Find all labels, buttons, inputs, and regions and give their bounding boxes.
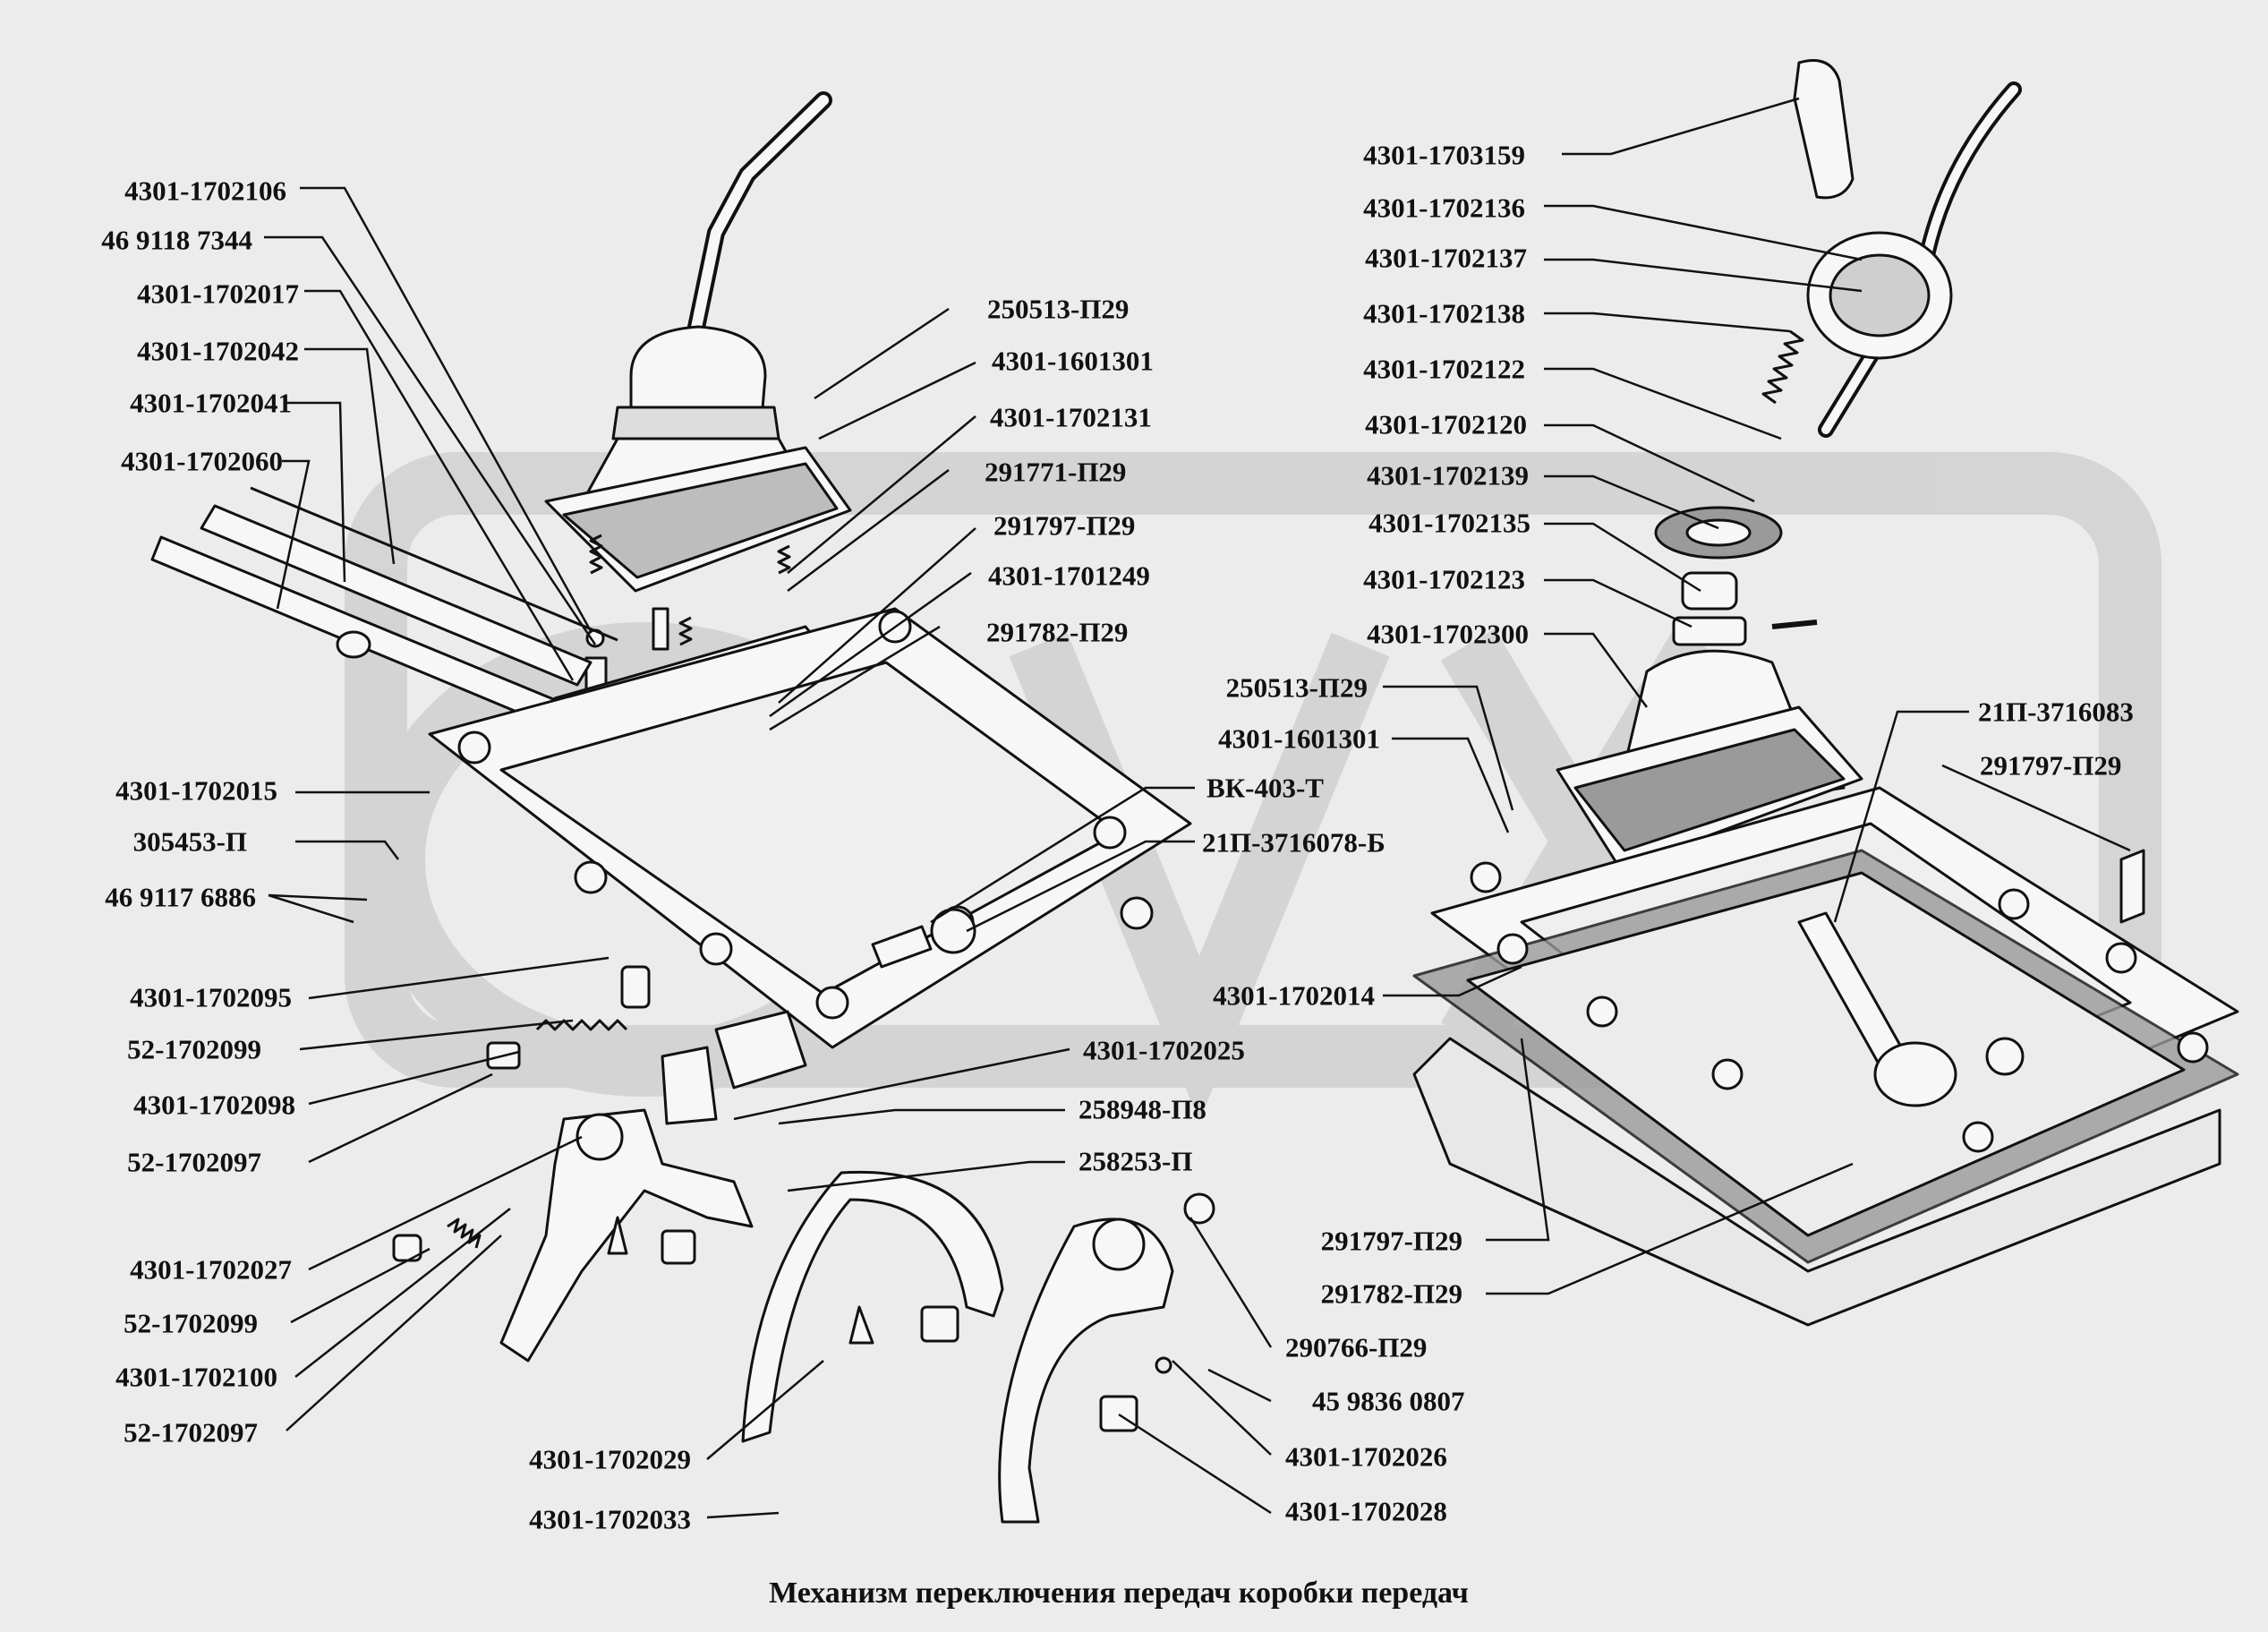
part-label: 4301-1702123: [1363, 563, 1525, 595]
part-label: 4301-1702028: [1285, 1495, 1447, 1527]
part-label: 52-1702099: [127, 1033, 261, 1065]
part-label: 52-1702097: [124, 1416, 258, 1448]
part-label: 52-1702099: [124, 1307, 258, 1339]
part-label: 4301-1702138: [1363, 297, 1525, 329]
part-label: 4301-1702042: [137, 335, 299, 367]
part-label: 45 9836 0807: [1312, 1385, 1465, 1417]
part-label: 4301-1703159: [1363, 139, 1525, 171]
shift-block: [714, 1010, 807, 1089]
part-label: 291797-П29: [1320, 1225, 1462, 1257]
part-label: ВК-403-Т: [1206, 772, 1324, 804]
part-label: 258253-П: [1079, 1145, 1193, 1177]
part-label: 290766-П29: [1285, 1331, 1428, 1363]
shift-fork-1: [499, 1108, 754, 1363]
part-label: 4301-1702135: [1368, 507, 1530, 539]
part-label: 258948-П8: [1079, 1093, 1206, 1125]
part-label: 291782-П29: [986, 616, 1129, 648]
part-label: 291771-П29: [985, 456, 1127, 488]
part-label: 4301-1702033: [529, 1503, 691, 1535]
part-label: 291797-П29: [993, 509, 1136, 542]
plunger-cap: [620, 965, 651, 1009]
part-label: 4301-1702122: [1363, 353, 1525, 385]
part-label: 4301-1702017: [137, 278, 299, 310]
shift-fork-2: [741, 1170, 1004, 1443]
lever-knob: [1793, 59, 1854, 200]
part-label: 4301-1702027: [130, 1253, 292, 1286]
part-label: 4301-1702131: [990, 401, 1152, 433]
reverse-light-switch: [871, 925, 933, 969]
right-assembly: [1412, 59, 2239, 1327]
part-label: 4301-1702300: [1367, 618, 1529, 650]
diagram-caption: Механизм переключения передач коробки пе…: [769, 1576, 1469, 1610]
part-label: 4301-1702139: [1367, 459, 1529, 491]
part-label: 21П-3716078-Б: [1202, 826, 1386, 859]
part-label: 4301-1601301: [992, 345, 1154, 377]
selector-rods: [150, 486, 618, 731]
part-label: 4301-1702014: [1213, 979, 1375, 1012]
part-label: 21П-3716083: [1978, 696, 2134, 728]
part-label: 4301-1702026: [1285, 1440, 1447, 1473]
part-label: 4301-1702100: [115, 1361, 277, 1393]
part-label: 4301-1701249: [988, 560, 1150, 592]
part-label: 4301-1702041: [130, 387, 292, 419]
part-label: 46 9117 6886: [105, 881, 256, 913]
leader-lines: [264, 97, 2131, 1519]
part-label: 250513-П29: [987, 293, 1130, 325]
part-label: 4301-1702098: [133, 1089, 295, 1121]
part-label: 250513-П29: [1225, 671, 1368, 704]
left-assembly: [150, 91, 1215, 1524]
lever-housing: [629, 325, 767, 431]
part-label: 4301-1702106: [124, 175, 286, 207]
gearbox-body: [1412, 1037, 2221, 1327]
part-label: 4301-1702120: [1365, 408, 1527, 440]
part-label: 4301-1702137: [1365, 242, 1527, 274]
shift-fork-3: [998, 1218, 1174, 1524]
part-label: 305453-П: [132, 825, 247, 858]
part-label: 291797-П29: [1980, 749, 2122, 782]
part-label: 4301-1702015: [115, 774, 277, 807]
part-label: 4301-1702060: [121, 445, 283, 477]
part-label: 4301-1702029: [529, 1443, 691, 1475]
gear-lever-rod: [685, 91, 832, 349]
part-label: 4301-1702095: [130, 981, 292, 1013]
part-label: 4301-1702136: [1363, 192, 1525, 224]
cover-bolts: [1470, 861, 2209, 1153]
part-label: 4301-1601301: [1218, 722, 1380, 755]
part-label: 52-1702097: [127, 1146, 261, 1178]
part-label: 291782-П29: [1320, 1277, 1462, 1310]
part-label: 46 9118 7344: [101, 224, 252, 256]
lever-spring: [1761, 329, 1804, 405]
part-label: 4301-1702025: [1083, 1034, 1245, 1066]
